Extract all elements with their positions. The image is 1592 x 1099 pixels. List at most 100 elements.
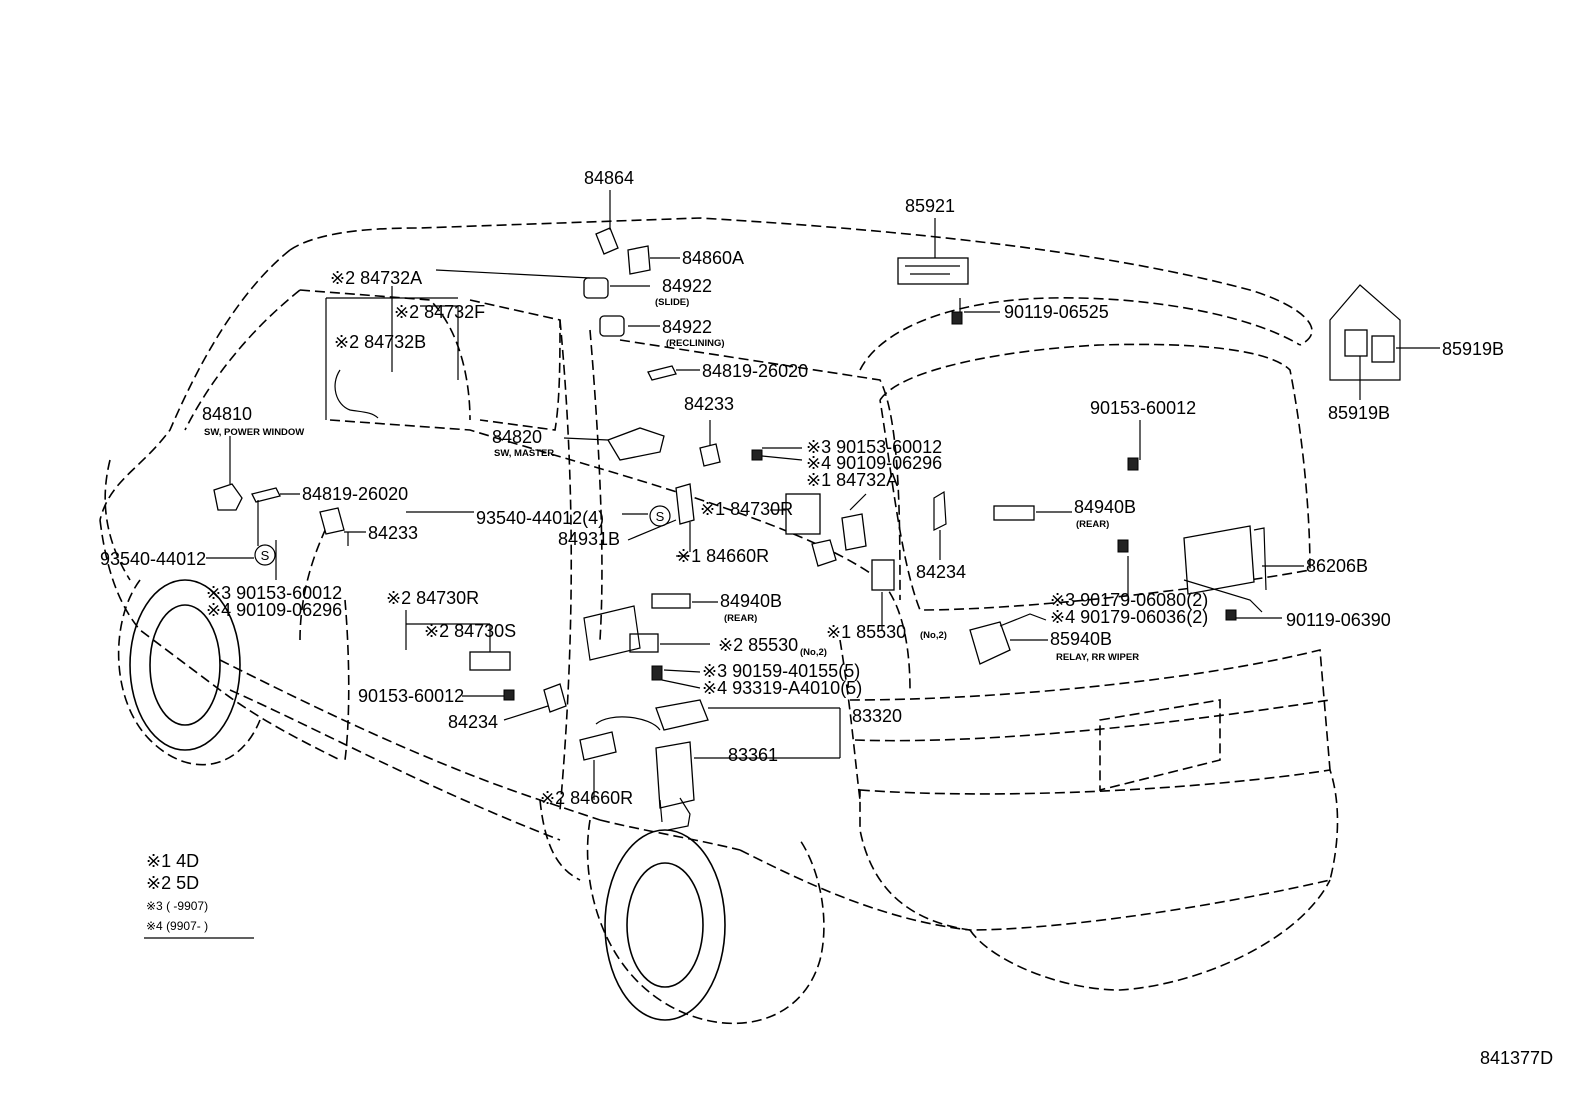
callout-85940B: 85940B <box>1050 629 1112 649</box>
callout-84660R-1: ※1 84660R <box>676 546 769 566</box>
part-84931B-icon <box>675 483 695 525</box>
callout-84732A-mid: ※1 84732A <box>806 470 898 490</box>
bolt-90153-right-icon <box>1127 457 1139 471</box>
callout-84922-recl: 84922 <box>662 317 712 337</box>
part-84819-left-icon <box>251 487 281 503</box>
callout-84810-sub: SW, POWER WINDOW <box>204 427 304 438</box>
part-84860A-icon <box>627 245 651 275</box>
part-84922-recl-icon <box>599 315 625 337</box>
callout-90159-40155: ※3 90159-40155(5) <box>702 661 860 681</box>
relay-85919B-b-icon <box>1371 335 1395 363</box>
callout-86206B: 86206B <box>1306 556 1368 576</box>
legend: ※1 4D ※2 5D ※3 ( -9907) ※4 (9907- ) <box>144 851 254 939</box>
callout-90179-06080: ※3 90179-06080(2) <box>1050 590 1208 610</box>
callout-84860A: 84860A <box>682 248 744 268</box>
callout-84660R-2: ※2 84660R <box>540 788 633 808</box>
bolt-90179-icon <box>1117 539 1129 553</box>
part-83320-icon <box>655 699 709 731</box>
part-86206B-icon <box>1183 525 1255 595</box>
part-84730S-icon <box>469 651 511 671</box>
part-84810-icon <box>213 483 243 511</box>
legend-item-3: ※3 ( -9907) <box>146 899 208 913</box>
callout-93540-44012: 93540-44012 <box>100 549 206 569</box>
callout-labels: 84864 84860A 85921 ※2 84732A 84922 (SLID… <box>100 168 1504 808</box>
relay-85919B-a-icon <box>1344 329 1368 357</box>
callout-85921: 85921 <box>905 196 955 216</box>
relay-bracket-icon <box>1329 284 1401 381</box>
components: S S <box>213 227 1401 831</box>
callout-84730S: ※2 84730S <box>424 621 516 641</box>
callout-84810: 84810 <box>202 404 252 424</box>
part-85530-b-icon <box>871 559 895 591</box>
part-84940B-r-icon <box>993 505 1035 521</box>
part-84864-icon <box>595 227 619 255</box>
callout-93540-44012-4: 93540-44012(4) <box>476 508 604 528</box>
part-84234-right-icon <box>933 490 947 531</box>
bolt-90159-icon <box>651 665 663 681</box>
callout-84922-slide: 84922 <box>662 276 712 296</box>
part-84820-icon <box>607 427 665 461</box>
callout-84234-right: 84234 <box>916 562 966 582</box>
callout-90153-60012-low: 90153-60012 <box>358 686 464 706</box>
callout-85530-no2-a-sub: (No,2) <box>800 647 827 658</box>
bolt-90119-06390-icon <box>1225 609 1237 621</box>
bolt-90153-low-icon <box>503 689 515 701</box>
screw-symbol-right <box>649 505 671 527</box>
part-84819-top-icon <box>647 365 677 381</box>
part-84233-top-icon <box>699 443 721 467</box>
part-83361-icon <box>655 741 695 809</box>
callout-84730R-1: ※1 84730R <box>700 499 793 519</box>
front-wheel <box>117 579 261 766</box>
legend-item-1: ※1 4D <box>146 851 199 871</box>
legend-item-4: ※4 (9907- ) <box>146 919 208 933</box>
callout-90153-60012-s3: ※3 90153-60012 <box>806 437 942 457</box>
callout-84931B: 84931B <box>558 529 620 549</box>
leader-lines <box>206 190 1440 800</box>
callout-84820-sub: SW, MASTER <box>494 448 554 459</box>
callout-84922-recl-sub: (RECLINING) <box>666 338 725 349</box>
callout-84234-low: 84234 <box>448 712 498 732</box>
callout-85530-no2-a: ※2 85530 <box>718 635 798 655</box>
part-84660R-1-icon <box>811 539 837 567</box>
callout-90153-60012-left3: ※3 90153-60012 <box>206 583 342 603</box>
screw-symbol-left-label: S <box>261 548 270 563</box>
callout-84940B-rear-center-sub: (REAR) <box>724 613 757 624</box>
part-84732A-mid-icon <box>841 513 867 551</box>
part-84922-slide-icon <box>583 277 609 299</box>
callout-84233-left: 84233 <box>368 523 418 543</box>
callout-85940B-sub: RELAY, RR WIPER <box>1056 652 1139 663</box>
legend-item-2: ※2 5D <box>146 873 199 893</box>
callout-84922-slide-sub: (SLIDE) <box>655 297 689 308</box>
part-85530-a-icon <box>629 633 659 653</box>
callout-85530-no2-b-sub: (No,2) <box>920 630 947 641</box>
callout-84864: 84864 <box>584 168 634 188</box>
callout-84233-top: 84233 <box>684 394 734 414</box>
callout-84940B-rear-right-sub: (REAR) <box>1076 519 1109 530</box>
part-84730R-1-icon <box>785 493 821 535</box>
callout-84732B: ※2 84732B <box>334 332 426 352</box>
callout-90119-06390: 90119-06390 <box>1286 610 1391 630</box>
bracket-icon <box>583 605 641 661</box>
diagram-id: 841377D <box>1480 1048 1553 1068</box>
callout-93319-A4010: ※4 93319-A4010(5) <box>702 678 862 698</box>
callout-84730R-2: ※2 84730R <box>386 588 479 608</box>
callout-84819-26020-left: 84819-26020 <box>302 484 408 504</box>
part-84234-low-icon <box>543 683 567 713</box>
part-85921-icon <box>897 257 969 285</box>
part-84233-left-icon <box>319 507 345 535</box>
part-84940B-c-icon <box>651 593 691 609</box>
rear-wheel <box>586 819 825 1025</box>
callout-84819-26020-top: 84819-26020 <box>702 361 808 381</box>
callout-90119-06525: 90119-06525 <box>1004 302 1109 322</box>
callout-85919B-right: 85919B <box>1442 339 1504 359</box>
screw-symbol-left <box>254 544 276 566</box>
bolt-90153-top-icon <box>751 449 763 461</box>
callout-90109-06296-s4: ※4 90109-06296 <box>806 453 942 473</box>
van-body-outline <box>99 217 1339 991</box>
screw-symbol-right-label: S <box>656 509 665 524</box>
callout-84940B-rear-center: 84940B <box>720 591 782 611</box>
callout-84820: 84820 <box>492 427 542 447</box>
callout-90109-06296-left4: ※4 90109-06296 <box>206 600 342 620</box>
callout-83320: 83320 <box>852 706 902 726</box>
